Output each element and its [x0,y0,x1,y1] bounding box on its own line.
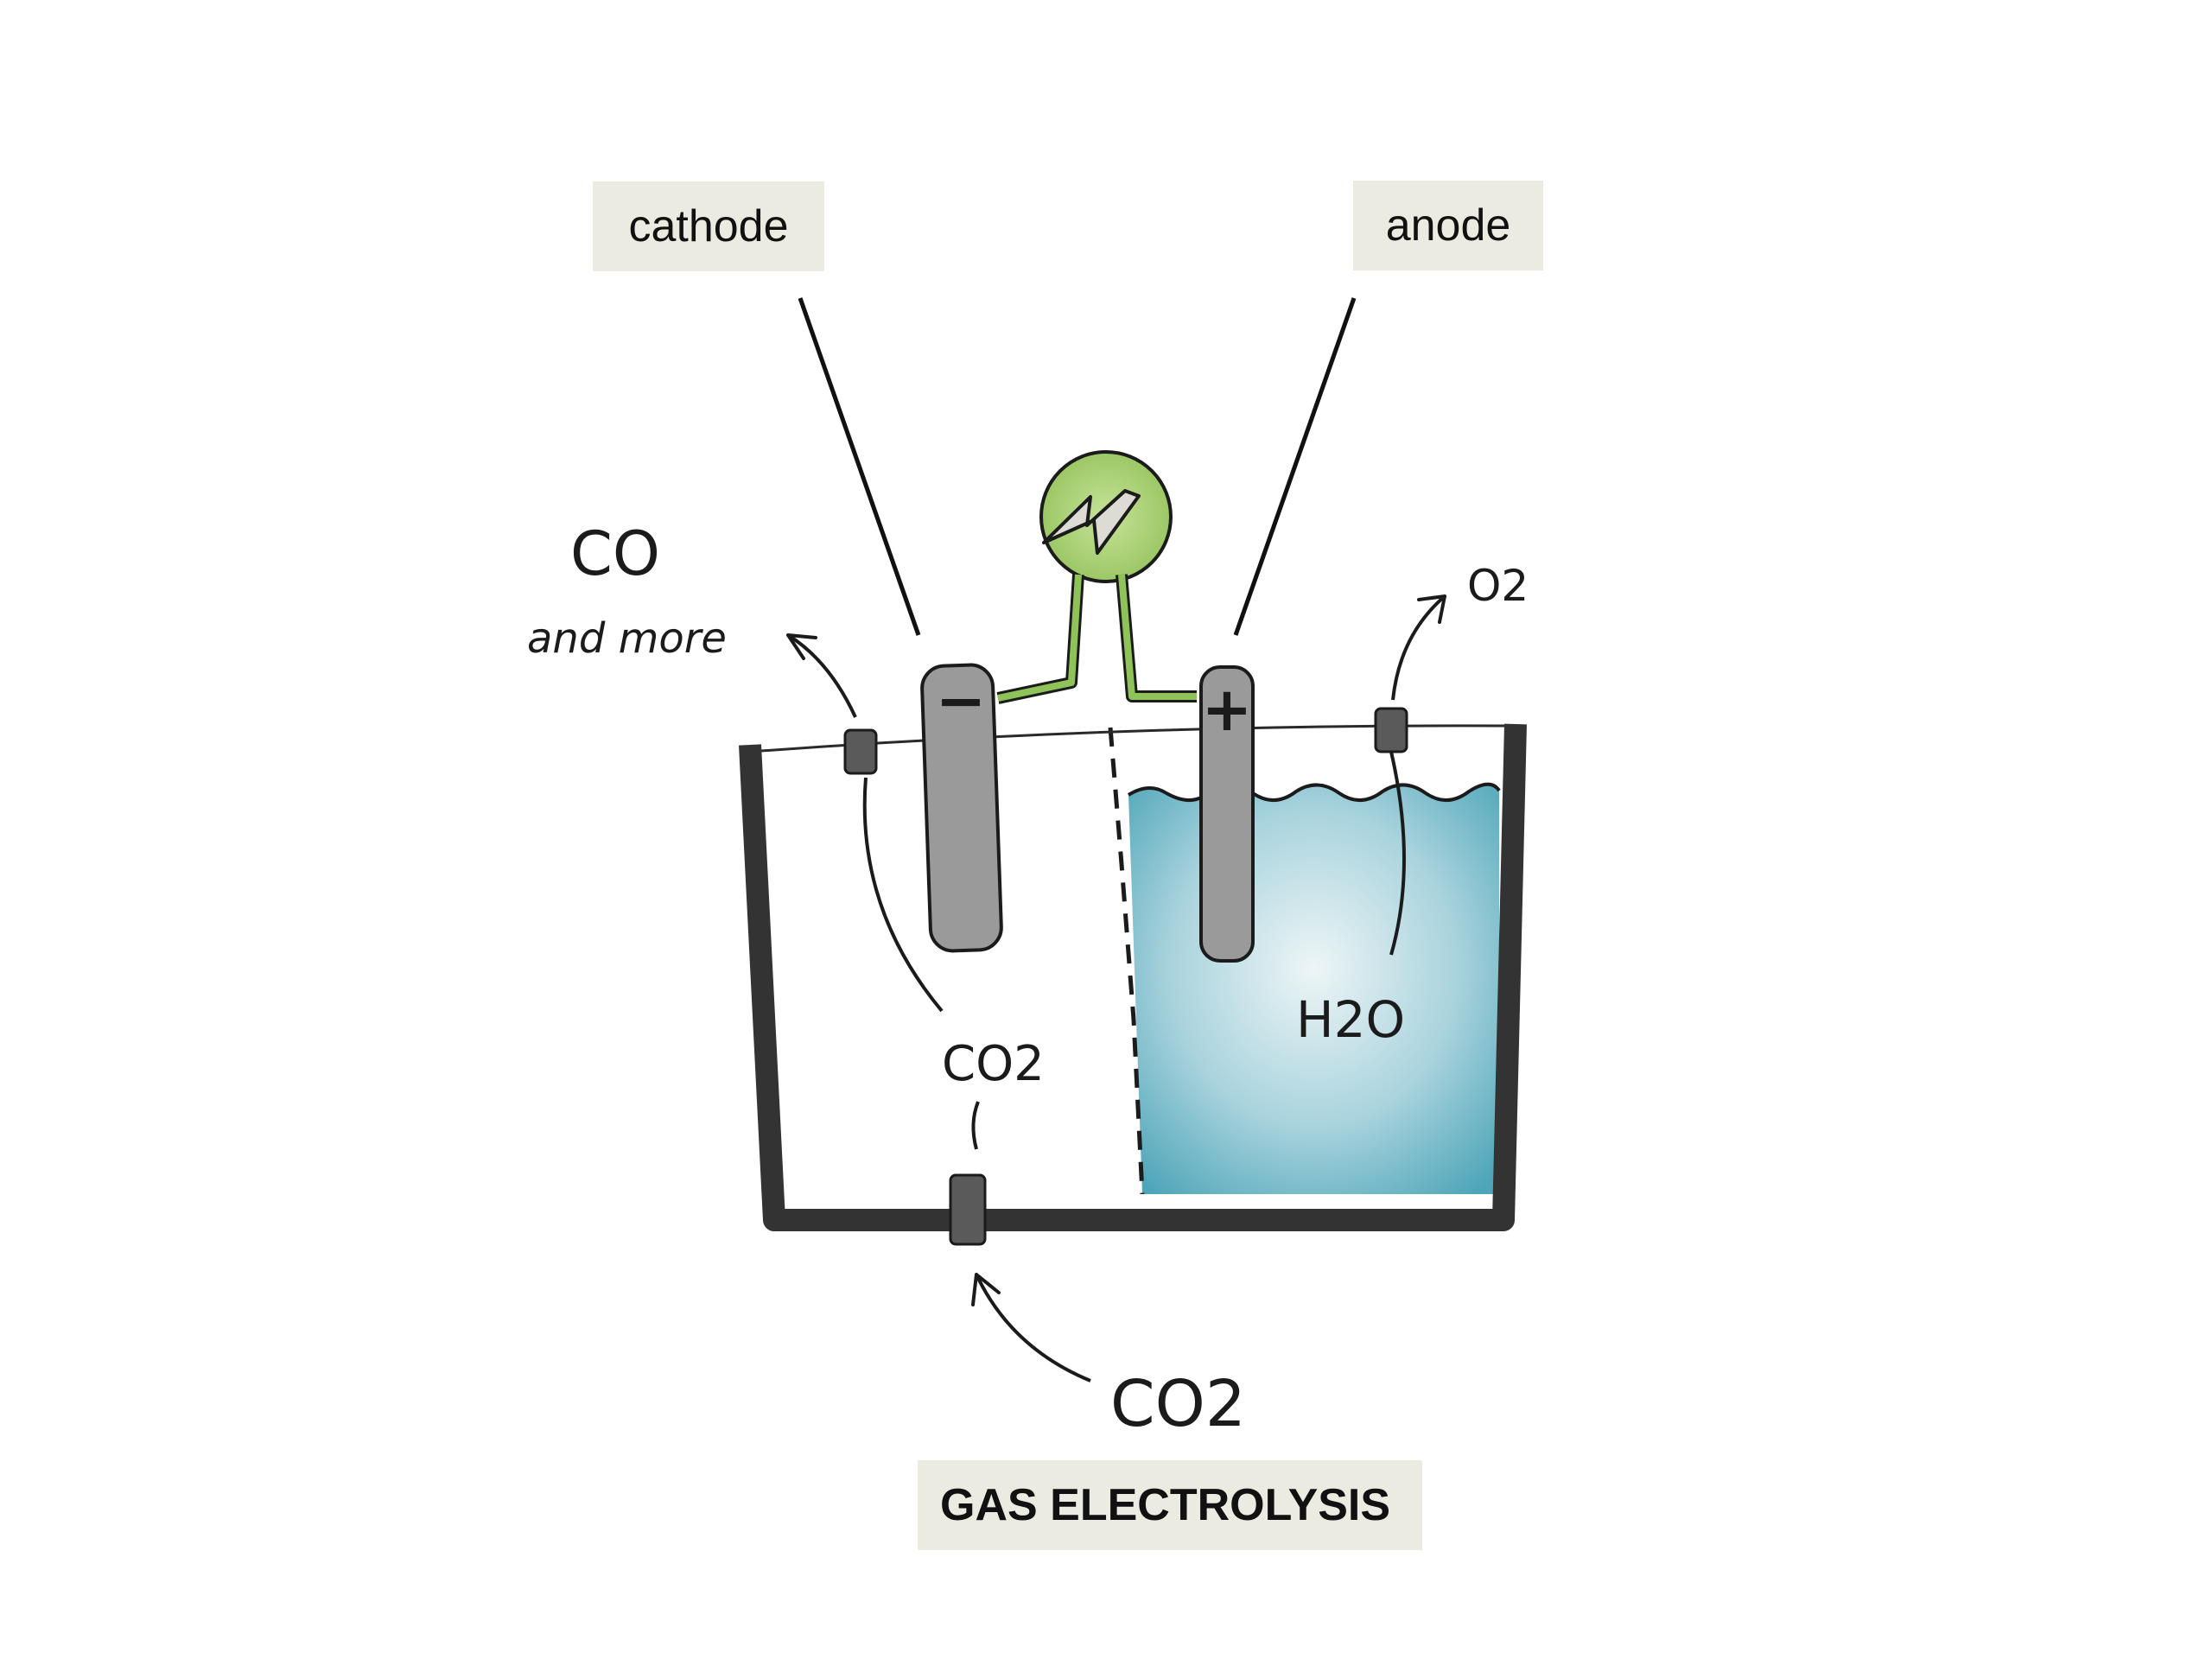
co-product-sublabel: and more [527,614,727,663]
electrolyte-water [1128,784,1499,1194]
co2-rise-line [971,1101,980,1150]
anode-gas-flow-line [1389,751,1406,956]
vessel-walls [739,723,1527,1231]
co2-inlet-arrow [975,1274,1091,1382]
co2-inlet-port [949,1173,987,1246]
cathode-gas-flow-line [862,777,944,1013]
cathode-outlet-port [843,728,878,775]
wire-to-anode-fill [1118,574,1197,700]
anode-outlet-port [1374,707,1408,753]
o2-outlet-label: O2 [1467,561,1529,611]
lightning-bolt-icon [1042,489,1141,555]
co2-inlet-arrowhead [971,1273,1001,1306]
o2-outlet-arrowhead [1417,594,1446,624]
wire-to-cathode-fill [997,574,1082,702]
membrane-dashed-line [1108,727,1145,1195]
anode-label: anode [1353,181,1543,270]
co2-inlet-label: CO2 [1110,1367,1246,1441]
co-product-label: CO [570,518,660,589]
co2-inside-label: CO2 [942,1036,1045,1092]
h2o-label: H2O [1296,990,1405,1049]
wire-to-cathode [996,574,1084,704]
anode-leader-line [1233,297,1357,636]
co-outlet-arrow [786,633,857,718]
cathode-leader-line [798,297,921,636]
water-surface-line [1127,782,1501,802]
o2-outlet-arrow [1391,594,1446,701]
cathode-electrode [920,663,1003,953]
co-outlet-arrowhead [786,633,817,660]
diagram-caption: GAS ELECTROLYSIS [918,1460,1422,1550]
anode-electrode [1199,665,1255,963]
anode-sign: + [1202,674,1253,745]
cathode-label: cathode [593,181,824,271]
cathode-sign: − [936,665,987,736]
